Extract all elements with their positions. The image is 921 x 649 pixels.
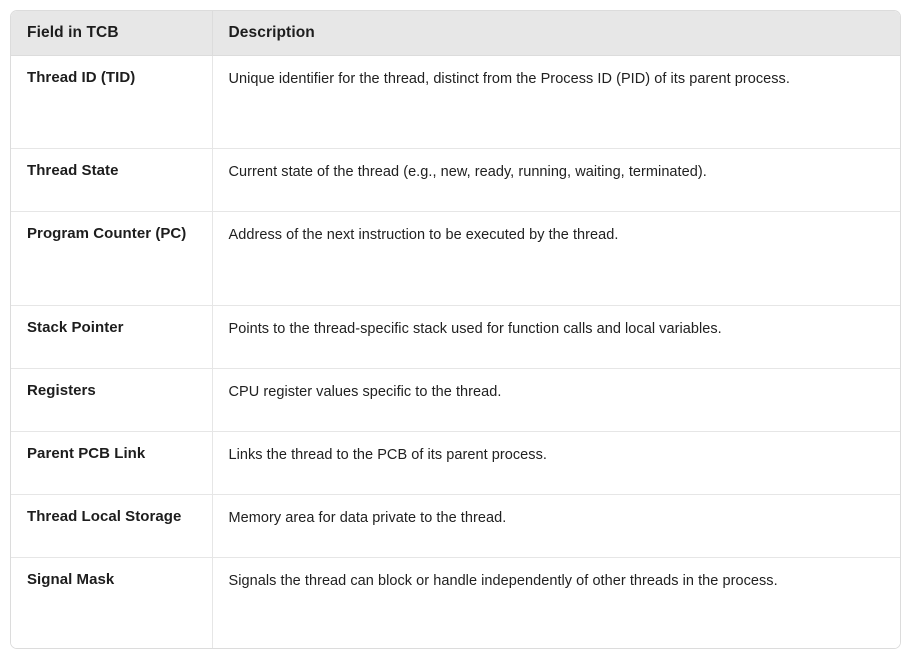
cell-field-name: Registers <box>11 368 213 432</box>
tcb-fields-table-container: Field in TCB Description Thread ID (TID)… <box>10 10 901 649</box>
table-row: Parent PCB Link Links the thread to the … <box>11 431 900 495</box>
cell-field-name: Thread State <box>11 148 213 212</box>
page-root: Field in TCB Description Thread ID (TID)… <box>10 10 901 649</box>
table-header: Field in TCB Description <box>11 11 900 56</box>
cell-field-description: Links the thread to the PCB of its paren… <box>212 431 900 495</box>
cell-field-description: Address of the next instruction to be ex… <box>212 211 900 306</box>
column-header-field-in-tcb: Field in TCB <box>11 11 213 56</box>
table-header-row: Field in TCB Description <box>11 11 900 56</box>
cell-field-name: Stack Pointer <box>11 305 213 369</box>
cell-field-name: Signal Mask <box>11 557 213 648</box>
tcb-fields-table: Field in TCB Description Thread ID (TID)… <box>11 11 900 648</box>
table-row: Thread State Current state of the thread… <box>11 148 900 212</box>
cell-field-description: Unique identifier for the thread, distin… <box>212 55 900 149</box>
cell-field-name: Thread ID (TID) <box>11 55 213 149</box>
cell-field-name: Program Counter (PC) <box>11 211 213 306</box>
table-row: Program Counter (PC) Address of the next… <box>11 211 900 306</box>
cell-field-description: Current state of the thread (e.g., new, … <box>212 148 900 212</box>
cell-field-description: Points to the thread-specific stack used… <box>212 305 900 369</box>
table-row: Stack Pointer Points to the thread-speci… <box>11 305 900 369</box>
table-row: Signal Mask Signals the thread can block… <box>11 557 900 648</box>
table-row: Thread Local Storage Memory area for dat… <box>11 494 900 558</box>
cell-field-description: Memory area for data private to the thre… <box>212 494 900 558</box>
cell-field-name: Thread Local Storage <box>11 494 213 558</box>
column-header-description: Description <box>212 11 900 56</box>
table-row: Thread ID (TID) Unique identifier for th… <box>11 55 900 149</box>
table-body: Thread ID (TID) Unique identifier for th… <box>11 55 900 648</box>
table-row: Registers CPU register values specific t… <box>11 368 900 432</box>
cell-field-name: Parent PCB Link <box>11 431 213 495</box>
cell-field-description: Signals the thread can block or handle i… <box>212 557 900 648</box>
cell-field-description: CPU register values specific to the thre… <box>212 368 900 432</box>
